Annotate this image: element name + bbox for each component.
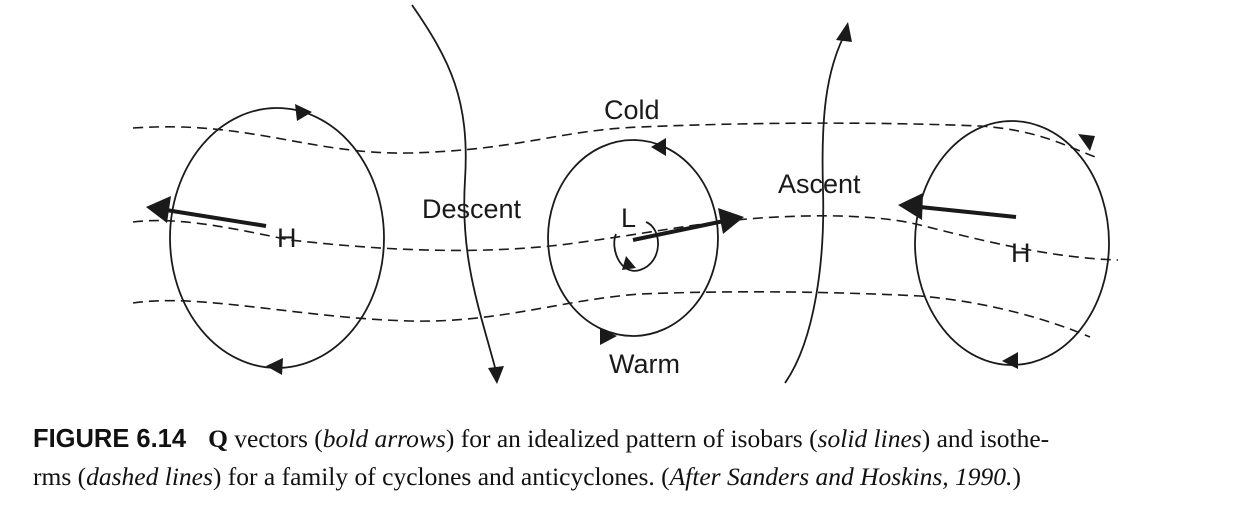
label-cold: Cold [604, 95, 660, 125]
isotherms [132, 122, 1119, 338]
arrowhead-high-right-bottom [1002, 352, 1018, 369]
isotherm-upper [132, 122, 1099, 159]
caption-italic-4: After Sanders and Hoskins, 1990. [669, 462, 1013, 491]
caption-lead: Q [208, 424, 228, 453]
arrowhead-high-right-top [1078, 134, 1095, 151]
caption-text-4: rms ( [33, 462, 87, 491]
caption-text-2: ) for an idealized pattern of isobars ( [445, 424, 818, 453]
caption-italic-1: bold arrows [322, 424, 446, 453]
arrowhead-ascent [836, 22, 852, 42]
arrowhead-low-bottom [600, 328, 617, 345]
arrowhead-high-left-bottom [266, 358, 283, 375]
ascent-curve [784, 29, 848, 384]
arrowhead-high-left-top [295, 104, 312, 121]
flow-arrowheads [266, 22, 1095, 384]
caption-italic-3: dashed lines [86, 462, 213, 491]
label-ascent: Ascent [778, 169, 861, 199]
q-vector-high-left-shaft [165, 208, 267, 228]
q-vectors [146, 193, 1017, 242]
label-high-right: H [1011, 238, 1031, 268]
figure-label: FIGURE 6.14 [33, 425, 187, 453]
label-warm: Warm [609, 349, 680, 379]
label-low-center: L [621, 203, 636, 233]
q-vector-low-head [718, 208, 744, 234]
descent-curve [411, 4, 498, 376]
q-vector-diagram: Cold Warm Descent Ascent H L H [132, 4, 1119, 384]
q-vector-high-right-shaft [919, 205, 1017, 219]
caption-text-1: vectors ( [227, 424, 323, 453]
arrowhead-descent [488, 366, 504, 384]
arrowhead-low-inner [622, 256, 636, 270]
caption-text-3: ) and isothe- [921, 424, 1050, 453]
q-vector-low-shaft [632, 219, 725, 242]
q-vector-high-right-head [898, 193, 923, 220]
q-vector-high-left-head [146, 196, 171, 223]
caption-text-5: ) for a family of cyclones and anticyclo… [212, 462, 670, 491]
isotherm-middle [132, 215, 1119, 261]
label-high-left: H [277, 223, 297, 253]
isobars [169, 4, 1110, 384]
label-descent: Descent [422, 194, 522, 224]
isotherm-lower [132, 291, 1091, 338]
isobar-low-center [547, 139, 719, 337]
caption-italic-2: solid lines [817, 424, 922, 453]
arrowhead-low-top [651, 138, 666, 156]
caption-text-6: ) [1012, 462, 1021, 491]
